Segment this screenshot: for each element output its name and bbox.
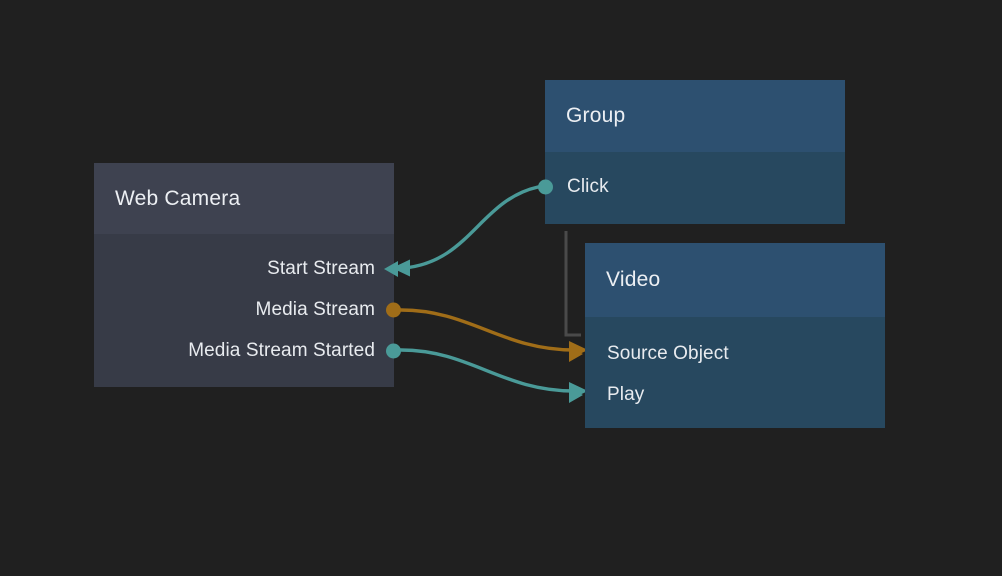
node-title-video: Video (606, 268, 661, 291)
port-label-click: Click (567, 175, 609, 197)
node-header-web-camera[interactable]: Web Camera (94, 163, 394, 234)
node-video[interactable]: Video Source Object Play (569, 243, 885, 428)
group-scope-bracket (564, 231, 581, 337)
node-group[interactable]: Group Click (538, 80, 845, 224)
port-input-source-object[interactable] (569, 345, 583, 362)
port-row-media-stream-started[interactable]: Media Stream Started (94, 330, 401, 371)
port-input-play[interactable] (569, 386, 583, 403)
node-body-group: Click (538, 152, 845, 224)
node-body-video: Source Object Play (569, 317, 885, 428)
node-header-video[interactable]: Video (585, 243, 885, 317)
node-web-camera[interactable]: Web Camera Start Stream Media Stream Med… (94, 163, 401, 387)
port-row-start-stream[interactable]: Start Stream (94, 248, 398, 289)
port-label-media-stream: Media Stream (255, 298, 375, 320)
port-row-click[interactable]: Click (538, 166, 845, 207)
port-output-media-stream[interactable] (386, 302, 401, 317)
node-title-group: Group (566, 104, 626, 127)
node-header-group[interactable]: Group (545, 80, 845, 152)
port-output-media-stream-started[interactable] (386, 343, 401, 358)
port-label-start-stream: Start Stream (267, 257, 375, 279)
edge-click-to-start-stream[interactable] (392, 185, 540, 277)
node-title-web-camera: Web Camera (115, 186, 241, 210)
port-row-media-stream[interactable]: Media Stream (94, 289, 401, 330)
edge-media-stream-to-source-object[interactable] (399, 308, 588, 359)
port-output-click[interactable] (538, 179, 553, 194)
node-body-web-camera: Start Stream Media Stream Media Stream S… (94, 234, 401, 387)
edge-media-stream-started-to-play[interactable] (399, 348, 588, 400)
port-input-start-stream[interactable] (384, 260, 398, 277)
port-row-source-object[interactable]: Source Object (569, 333, 885, 374)
port-row-play[interactable]: Play (569, 374, 885, 415)
port-label-media-stream-started: Media Stream Started (188, 339, 375, 361)
port-label-source-object: Source Object (607, 342, 729, 364)
port-label-play: Play (607, 383, 645, 405)
